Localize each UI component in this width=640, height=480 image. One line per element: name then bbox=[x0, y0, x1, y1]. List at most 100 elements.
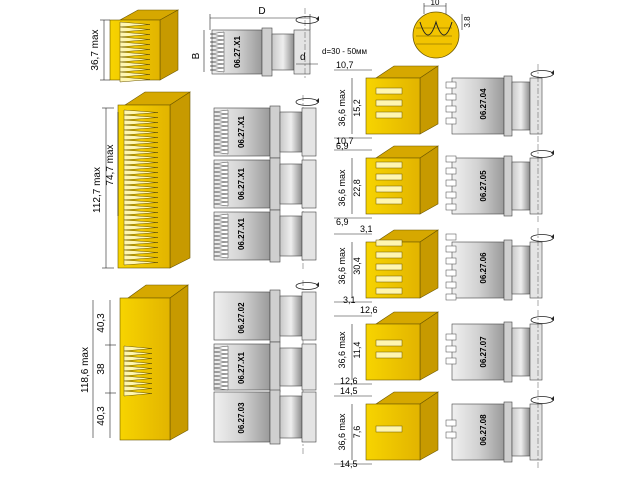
finger-tooth bbox=[123, 174, 159, 181]
finger-tooth bbox=[123, 199, 159, 206]
profile-1-height: 36,6 max bbox=[337, 89, 347, 127]
finger-tooth bbox=[123, 390, 153, 397]
stack-cutter-2 bbox=[213, 157, 317, 211]
finger-tooth bbox=[123, 385, 153, 392]
profile-5-code: 06.27.08 bbox=[479, 414, 488, 446]
finger-tooth bbox=[123, 360, 153, 367]
cutter-tooth bbox=[445, 269, 457, 277]
cutter-body bbox=[451, 323, 505, 381]
cutter-tooth bbox=[213, 365, 229, 371]
height-dimension: 36,7 max bbox=[90, 19, 110, 81]
cutter-tooth bbox=[209, 51, 225, 57]
stack-cutter-code-2: 06.27.X1 bbox=[237, 167, 246, 200]
cutter-hub bbox=[279, 295, 303, 337]
cutter-tooth bbox=[213, 169, 229, 175]
cutter-tooth bbox=[213, 129, 229, 135]
profile-2-offset-bottom: 6,9 bbox=[336, 217, 349, 227]
finger-tooth bbox=[123, 129, 159, 136]
profile-3-code: 06.27.06 bbox=[479, 252, 488, 284]
profile-workpiece bbox=[365, 391, 439, 461]
cutter-tooth bbox=[445, 117, 457, 125]
profile-5-offset-bottom: 14,5 bbox=[340, 459, 358, 469]
finger-tooth bbox=[119, 51, 151, 58]
cutter-spacer bbox=[301, 291, 317, 341]
cutter-tooth bbox=[213, 361, 229, 367]
finger-tooth bbox=[119, 41, 151, 48]
cutter-tooth bbox=[445, 167, 457, 175]
cutter-tooth bbox=[213, 385, 229, 391]
cutter-tooth bbox=[213, 149, 229, 155]
finger-tooth bbox=[123, 219, 159, 226]
cutter-hub bbox=[279, 111, 303, 153]
cutter-tooth bbox=[213, 141, 229, 147]
profile-4-finger-len: 11,4 bbox=[352, 342, 362, 359]
profile-finger bbox=[375, 251, 403, 259]
cutter-teeth bbox=[213, 161, 229, 207]
cutter-tooth bbox=[209, 35, 225, 41]
cutter-tooth bbox=[213, 109, 229, 115]
cutter-flange bbox=[269, 209, 281, 263]
finger-tooth bbox=[123, 194, 159, 201]
combo-cutter-1 bbox=[213, 289, 317, 343]
cutter-spacer bbox=[301, 211, 317, 261]
cutter-tooth bbox=[213, 173, 229, 179]
profile-2-code: 06.27.05 bbox=[479, 170, 488, 202]
cutter-tooth bbox=[213, 357, 229, 363]
finger-tooth bbox=[123, 189, 159, 196]
cutter-tooth bbox=[213, 377, 229, 383]
dimension-D-label: D bbox=[258, 6, 265, 17]
cutter-flange bbox=[269, 289, 281, 343]
profile-workpiece bbox=[365, 145, 439, 215]
detail-width-label: 10 bbox=[431, 0, 440, 7]
stack-height-total: 112,7 max bbox=[92, 167, 103, 213]
finger-tooth bbox=[123, 154, 159, 161]
profile-3-offset: 3,1 bbox=[360, 224, 373, 234]
finger-tooth bbox=[123, 119, 159, 126]
cutter-tooth bbox=[213, 349, 229, 355]
cutter-hub bbox=[511, 327, 531, 377]
cutter-tooth bbox=[445, 233, 457, 241]
finger-tooth bbox=[119, 31, 151, 38]
stack-cutter-code-1: 06.27.X1 bbox=[237, 115, 246, 148]
profile-5-finger-len: 7,6 bbox=[352, 426, 362, 439]
cutter-tooth bbox=[213, 193, 229, 199]
profile-finger bbox=[375, 197, 403, 205]
cutter-spacer bbox=[529, 403, 543, 461]
cutter-tooth bbox=[213, 241, 229, 247]
triple-stack-cutters bbox=[213, 95, 319, 270]
cutter-tooth bbox=[213, 237, 229, 243]
cutter-spacer bbox=[301, 343, 317, 391]
combo-cutter-labels: 06.27.02 06.27.X1 06.27.03 bbox=[237, 302, 246, 434]
profile-finger bbox=[375, 287, 403, 295]
profile-row-5 bbox=[334, 390, 554, 470]
finger-tooth bbox=[123, 214, 159, 221]
cutter-tooth bbox=[213, 345, 229, 351]
cutter-body bbox=[451, 157, 505, 215]
profile-4-offset-bottom: 12,6 bbox=[340, 376, 358, 386]
combo-cutter-3 bbox=[213, 389, 317, 445]
finger-tooth bbox=[123, 184, 159, 191]
profile-4-offset: 12,6 bbox=[360, 305, 378, 315]
finger-tooth bbox=[119, 61, 151, 68]
profile-finger bbox=[375, 425, 403, 433]
finger-tooth bbox=[123, 179, 159, 186]
cutter-spacer bbox=[529, 323, 543, 381]
finger-tooth bbox=[123, 254, 159, 261]
finger-tooth bbox=[123, 380, 153, 387]
cutter-tooth bbox=[209, 39, 225, 45]
rotation-arrow-icon bbox=[295, 98, 319, 106]
combo-section-top: 40,3 bbox=[96, 313, 107, 333]
cutter-tooth bbox=[445, 155, 457, 163]
cutter-flange bbox=[503, 401, 513, 463]
cutter-tooth bbox=[213, 225, 229, 231]
profile-cutter bbox=[445, 228, 554, 308]
finger-tooth bbox=[119, 36, 151, 43]
single-cutter-drawing: D B 06.27.X1 d bbox=[191, 6, 319, 80]
cutter-body bbox=[451, 403, 505, 461]
finger-tooth bbox=[123, 209, 159, 216]
cutter-tooth bbox=[209, 47, 225, 53]
cutter-tooth bbox=[213, 113, 229, 119]
cutter-tooth bbox=[213, 381, 229, 387]
combo-cutter-code-2: 06.27.X1 bbox=[237, 351, 246, 384]
cutter-tooth bbox=[213, 353, 229, 359]
